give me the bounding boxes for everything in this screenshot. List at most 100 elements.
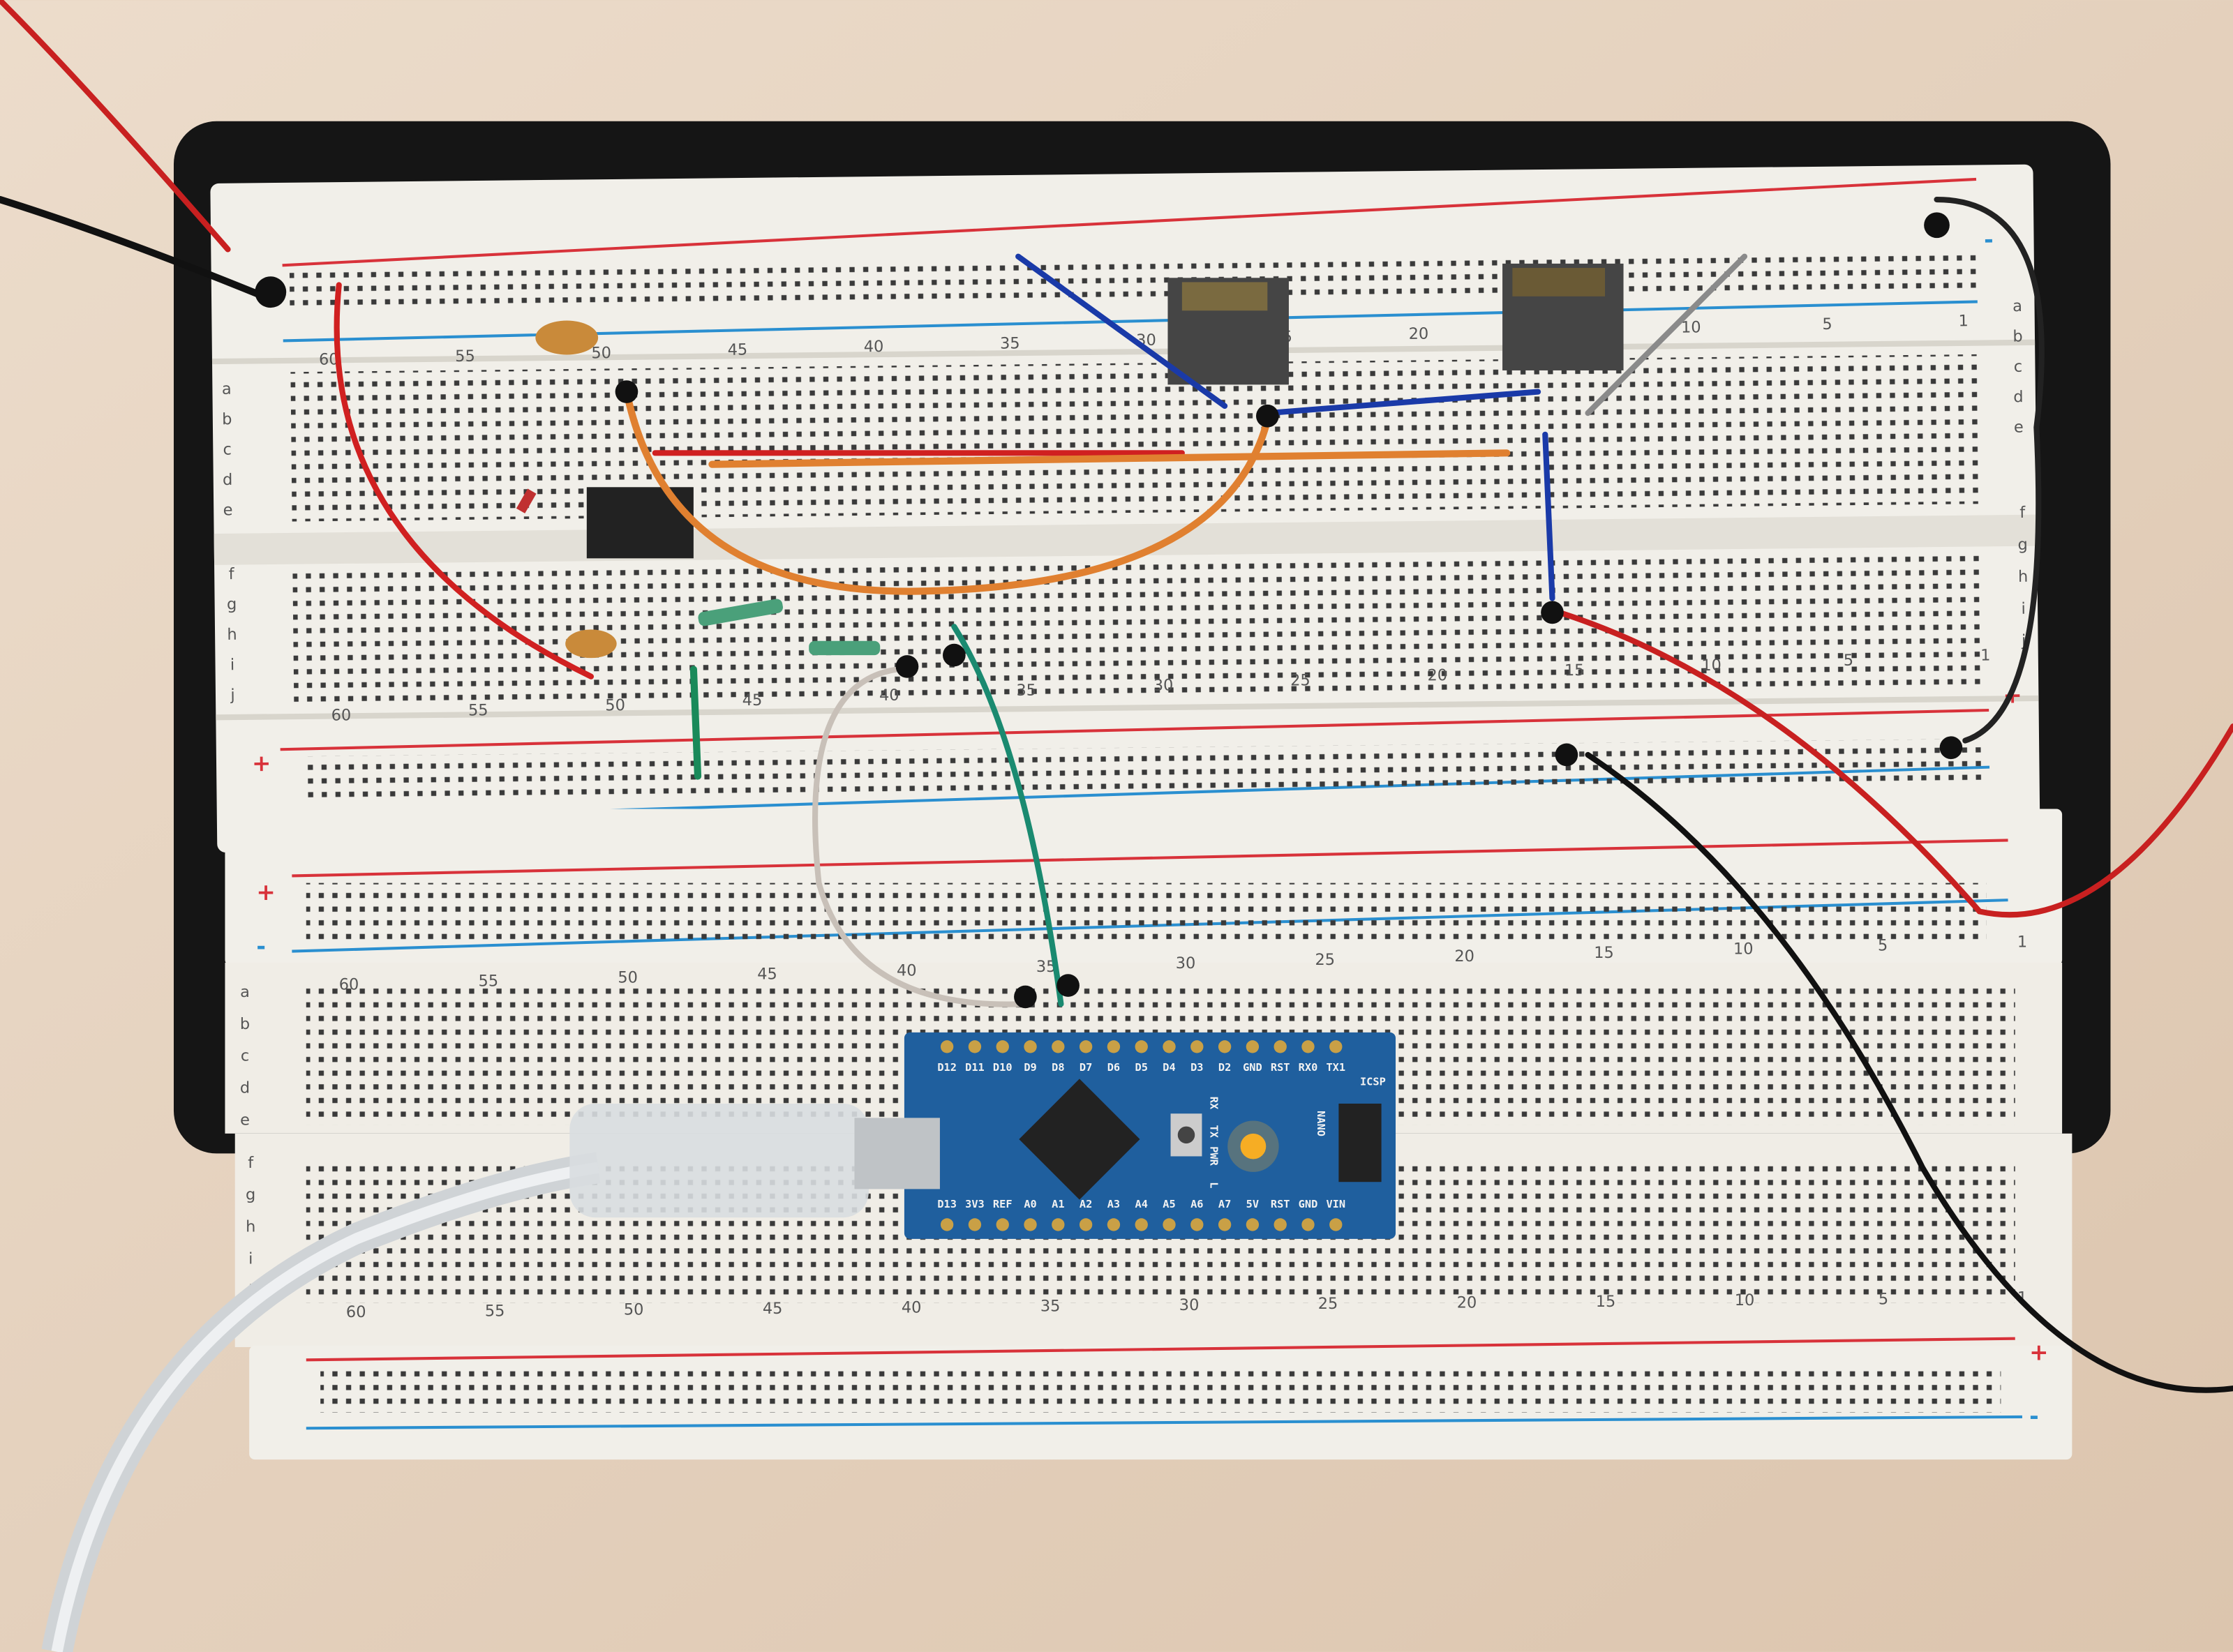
row-letter: e	[240, 1111, 250, 1129]
pin-label: A7	[1218, 1198, 1231, 1210]
column-number: 30	[1179, 1296, 1200, 1314]
row-letter: f	[229, 565, 235, 583]
row-letter: b	[2012, 327, 2023, 345]
column-number: 35	[1016, 682, 1036, 700]
header-pin	[1107, 1218, 1121, 1231]
column-number: 10	[1681, 318, 1701, 336]
resistor	[698, 599, 783, 626]
column-number: 5	[1844, 652, 1854, 670]
column-number: 1	[1980, 647, 1991, 665]
column-number: 25	[1290, 671, 1310, 689]
row-letter: a	[222, 380, 232, 398]
row-letter: h	[2018, 568, 2029, 586]
row-letter: d	[2013, 388, 2024, 406]
column-number: 55	[455, 347, 475, 366]
pin-label: A0	[1024, 1198, 1036, 1210]
header-pin	[1190, 1218, 1204, 1231]
row-letter: a	[2012, 297, 2022, 315]
pin-label: RX0	[1299, 1061, 1318, 1074]
column-number: 5	[1822, 315, 1832, 333]
column-number: 10	[1701, 656, 1722, 675]
column-number: 20	[1427, 666, 1447, 684]
column-number: 1	[1958, 312, 1969, 330]
row-letter: g	[227, 595, 237, 613]
column-number: 20	[1454, 947, 1474, 966]
header-pin	[1246, 1218, 1260, 1231]
row-letter: c	[223, 440, 232, 458]
pin-label: GND	[1243, 1061, 1262, 1074]
pin-label: A6	[1190, 1198, 1203, 1210]
column-number: 50	[618, 968, 638, 986]
header-pin	[1135, 1218, 1148, 1231]
header-pin	[1301, 1218, 1315, 1231]
rail-plus-label: +	[256, 879, 275, 906]
header-pin	[1024, 1218, 1037, 1231]
diode	[516, 488, 537, 513]
pin-label: TX1	[1326, 1061, 1345, 1074]
row-letter: h	[246, 1218, 255, 1236]
rail-minus-label: -	[2029, 1403, 2039, 1429]
row-letter: j	[230, 686, 235, 704]
column-number: 40	[879, 686, 899, 705]
pin-label: D11	[965, 1061, 985, 1074]
column-number: 40	[902, 1298, 922, 1316]
pin-label: D4	[1163, 1061, 1175, 1074]
header-pin	[1246, 1040, 1260, 1053]
header-pin	[1329, 1218, 1343, 1231]
mini-usb-port	[854, 1118, 940, 1189]
row-letter: c	[2014, 358, 2023, 376]
pwr-label: PWR	[1208, 1146, 1220, 1166]
pin-label: D3	[1190, 1061, 1203, 1074]
column-number: 50	[591, 344, 611, 362]
column-number: 50	[605, 696, 625, 714]
column-number: 35	[1040, 1298, 1061, 1316]
row-letter: e	[223, 501, 233, 519]
header-pin	[1052, 1218, 1065, 1231]
column-number: 25	[1315, 951, 1336, 969]
column-number: 45	[728, 341, 748, 359]
column-number: 5	[1878, 937, 1888, 955]
column-number: 55	[479, 973, 499, 991]
rail-minus-label: -	[256, 933, 266, 960]
pin-label: RST	[1271, 1061, 1290, 1074]
row-letter: g	[2017, 536, 2028, 554]
pin-label: RST	[1271, 1198, 1290, 1210]
header-pin	[940, 1040, 954, 1053]
column-number: 15	[1564, 661, 1585, 679]
header-pin	[1163, 1218, 1176, 1231]
pin-label: D8	[1052, 1061, 1064, 1074]
header-pin	[968, 1040, 982, 1053]
header-pin	[1079, 1040, 1093, 1053]
header-pin	[968, 1218, 982, 1231]
pin-label: 3V3	[965, 1198, 985, 1210]
column-number: 30	[1153, 676, 1174, 694]
column-number: 1	[2017, 933, 2027, 951]
pin-label: D12	[937, 1061, 957, 1074]
pin-label: VIN	[1326, 1198, 1345, 1210]
pin-label: D10	[993, 1061, 1013, 1074]
header-pin	[1218, 1040, 1232, 1053]
column-number: 60	[331, 706, 351, 724]
header-pin	[1301, 1040, 1315, 1053]
header-pin	[1274, 1218, 1287, 1231]
pin-label: A5	[1163, 1198, 1175, 1210]
column-number: 15	[1596, 1293, 1616, 1311]
row-letter: i	[2021, 600, 2026, 618]
column-number: 60	[346, 1303, 366, 1321]
resistor	[809, 640, 881, 656]
header-pin	[940, 1218, 954, 1231]
pin-label: D2	[1218, 1061, 1231, 1074]
pin-label: A3	[1107, 1198, 1120, 1210]
column-number: 5	[1879, 1290, 1888, 1308]
column-number: 40	[864, 338, 884, 356]
column-number: 35	[1000, 334, 1020, 352]
rail-plus-label: +	[252, 750, 271, 776]
column-number: 25	[1318, 1295, 1338, 1313]
pin-label: D9	[1024, 1061, 1036, 1074]
ic-chip	[586, 487, 694, 559]
header-pin	[1329, 1040, 1343, 1053]
pin-label: D7	[1080, 1061, 1092, 1074]
wires	[0, 0, 2233, 1393]
